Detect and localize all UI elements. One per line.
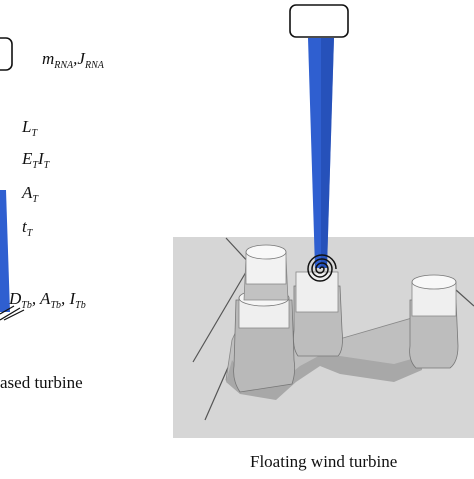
column-right — [409, 274, 459, 369]
base-left — [0, 305, 25, 321]
column-back-left — [243, 244, 289, 301]
label-tower-thickness: tT — [22, 217, 33, 239]
label-tower-stiffness: ETIT — [22, 149, 50, 171]
rna-box-right — [289, 4, 349, 38]
label-tower-length: LT — [22, 117, 38, 139]
column-front-left — [233, 289, 296, 393]
label-rna: mRNA,JRNA — [42, 49, 104, 71]
label-tower-base: DTb, ATb, ITb — [9, 289, 86, 311]
rotational-spring-icon — [307, 254, 337, 282]
tower-right-shade — [321, 38, 334, 268]
label-tower-area: AT — [22, 183, 38, 205]
caption-floating-wind-turbine: Floating wind turbine — [250, 452, 398, 471]
caption-fixed-base-turbine: ased turbine — [0, 373, 83, 392]
rna-box-left — [0, 37, 13, 71]
column-center — [293, 271, 343, 357]
tower-left — [0, 190, 10, 312]
